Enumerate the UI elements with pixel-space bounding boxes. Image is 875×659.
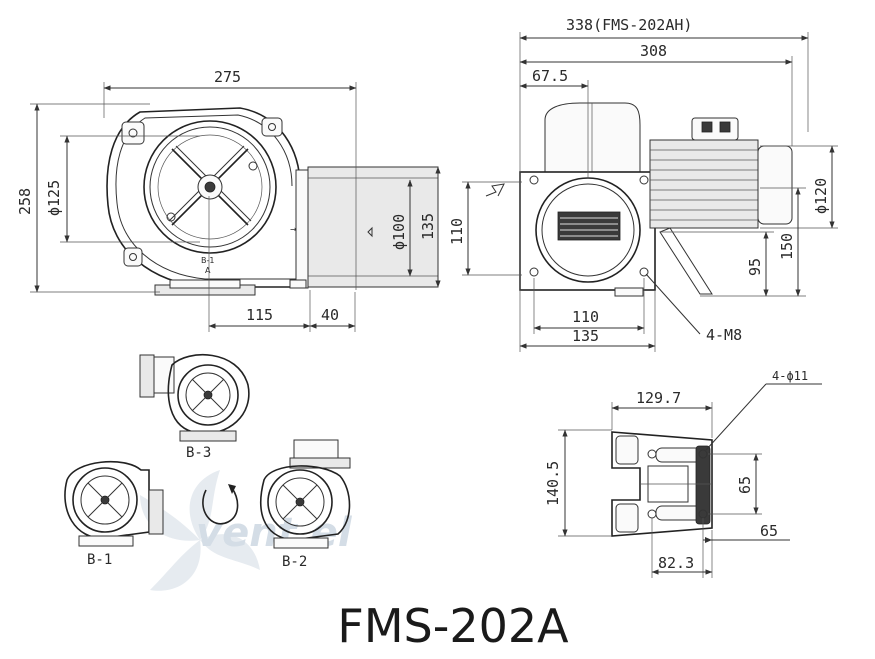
- outlet-arrow-icon: →: [290, 225, 297, 234]
- base-view: 129.7 140.5 65 65 82.3 4-ϕ11: [544, 369, 822, 578]
- model-title: FMS-202A: [337, 599, 569, 653]
- bolt-spacing-label: 110: [572, 308, 599, 326]
- hole-spacing-h-label: 65: [760, 522, 778, 540]
- flange-offset-label: 67.5: [532, 67, 568, 85]
- front-view: → B-1 A 275 258 ϕ125 ϕ100 135 115 40: [16, 68, 441, 332]
- rotation-arrow-icon: [202, 487, 239, 525]
- base-depth-label: 140.5: [544, 461, 562, 506]
- inlet-dia-label: ϕ125: [45, 180, 63, 216]
- orientation-b1: B-1: [64, 460, 164, 568]
- orientation-b1-label: B-1: [87, 552, 112, 568]
- outlet-dia-label: ϕ100: [390, 214, 408, 250]
- length-label: 308: [640, 42, 667, 60]
- holes-label: 4-ϕ11: [772, 369, 808, 383]
- outlet-depth-label: 40: [321, 306, 339, 324]
- watermark: vent el: [140, 470, 353, 591]
- base-offset-label: 82.3: [658, 554, 694, 572]
- flange-height-label: 110: [448, 218, 466, 245]
- outlet-height-label: 135: [419, 213, 437, 240]
- shaft-height-label: 95: [746, 258, 764, 276]
- front-height-label: 258: [16, 188, 34, 215]
- front-view-mark-top: B-1: [201, 256, 214, 265]
- bolts-label: 4-M8: [706, 326, 742, 344]
- base-width-label: 129.7: [636, 389, 681, 407]
- orientation-b3: B-3: [139, 354, 250, 461]
- length-ah-label: 338(FMS-202AH): [566, 16, 692, 34]
- orientation-b2: B-2: [260, 439, 351, 570]
- hole-spacing-v-label: 65: [736, 476, 754, 494]
- flange-width-label: 135: [572, 327, 599, 345]
- side-view: 338(FMS-202AH) 308 67.5 ϕ120 110 95 150 …: [448, 16, 838, 352]
- front-width-label: 275: [214, 68, 241, 86]
- orientation-b3-label: B-3: [186, 445, 211, 461]
- front-view-mark-bottom: A: [205, 266, 211, 275]
- total-height-label: 150: [778, 233, 796, 260]
- motor-dia-label: ϕ120: [812, 178, 830, 214]
- offset-label: 115: [246, 306, 273, 324]
- orientation-b2-label: B-2: [282, 554, 307, 570]
